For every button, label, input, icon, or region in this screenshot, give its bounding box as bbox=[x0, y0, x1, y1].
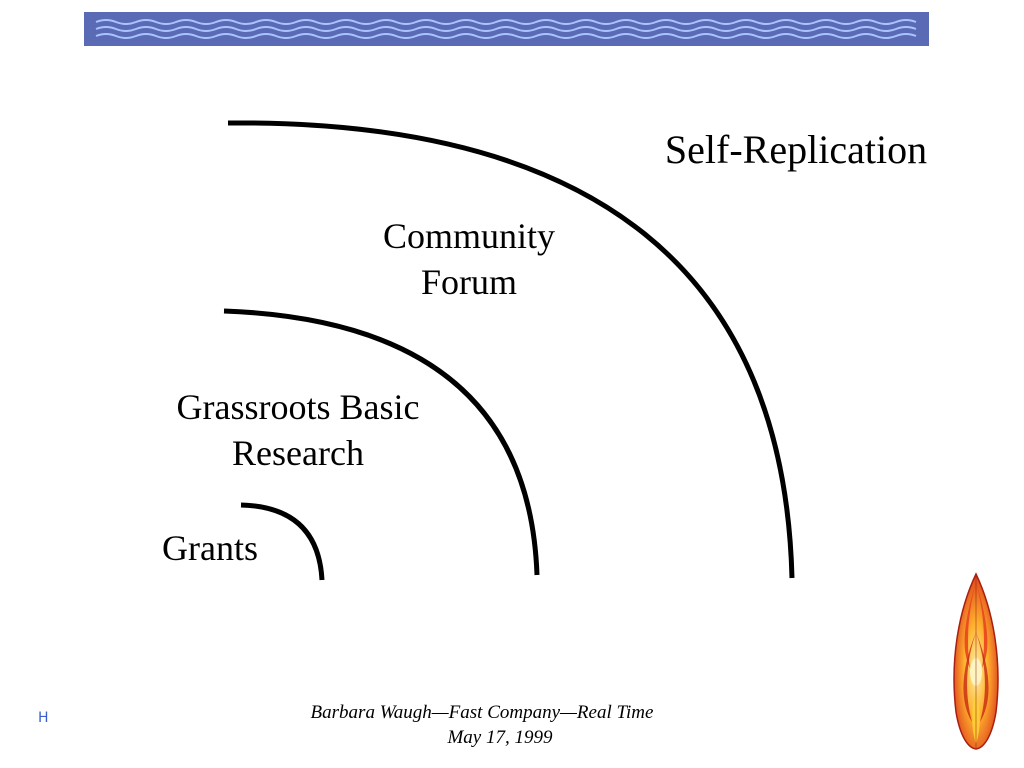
label-grassroots-line-2: Research bbox=[232, 433, 364, 473]
label-grassroots-line-1: Grassroots Basic bbox=[176, 387, 420, 427]
label-community-line-2: Forum bbox=[420, 262, 517, 302]
label-community-forum: Community Forum bbox=[344, 213, 594, 305]
label-self-replication: Self-Replication bbox=[664, 127, 928, 172]
wave-banner bbox=[84, 12, 929, 46]
wave-line-1 bbox=[95, 19, 917, 25]
footer-date: May 17, 1999 bbox=[447, 727, 553, 748]
arc-grassroots bbox=[223, 308, 540, 576]
footer-citation: Barbara Waugh—Fast Company—Real Time May… bbox=[250, 700, 714, 750]
flame-surfboard-icon bbox=[953, 572, 999, 750]
label-community-line-1: Community bbox=[382, 216, 556, 256]
wave-line-2 bbox=[95, 26, 917, 32]
label-grants: Grants bbox=[162, 528, 258, 568]
arc-grants bbox=[240, 502, 325, 581]
arc-self-replication bbox=[227, 120, 795, 579]
label-grassroots-research: Grassroots Basic Research bbox=[148, 384, 448, 476]
footer-line-1: Barbara Waugh—Fast Company—Real Time bbox=[310, 702, 654, 723]
corner-logo-mark: H bbox=[38, 710, 49, 726]
wave-line-3 bbox=[95, 33, 917, 39]
